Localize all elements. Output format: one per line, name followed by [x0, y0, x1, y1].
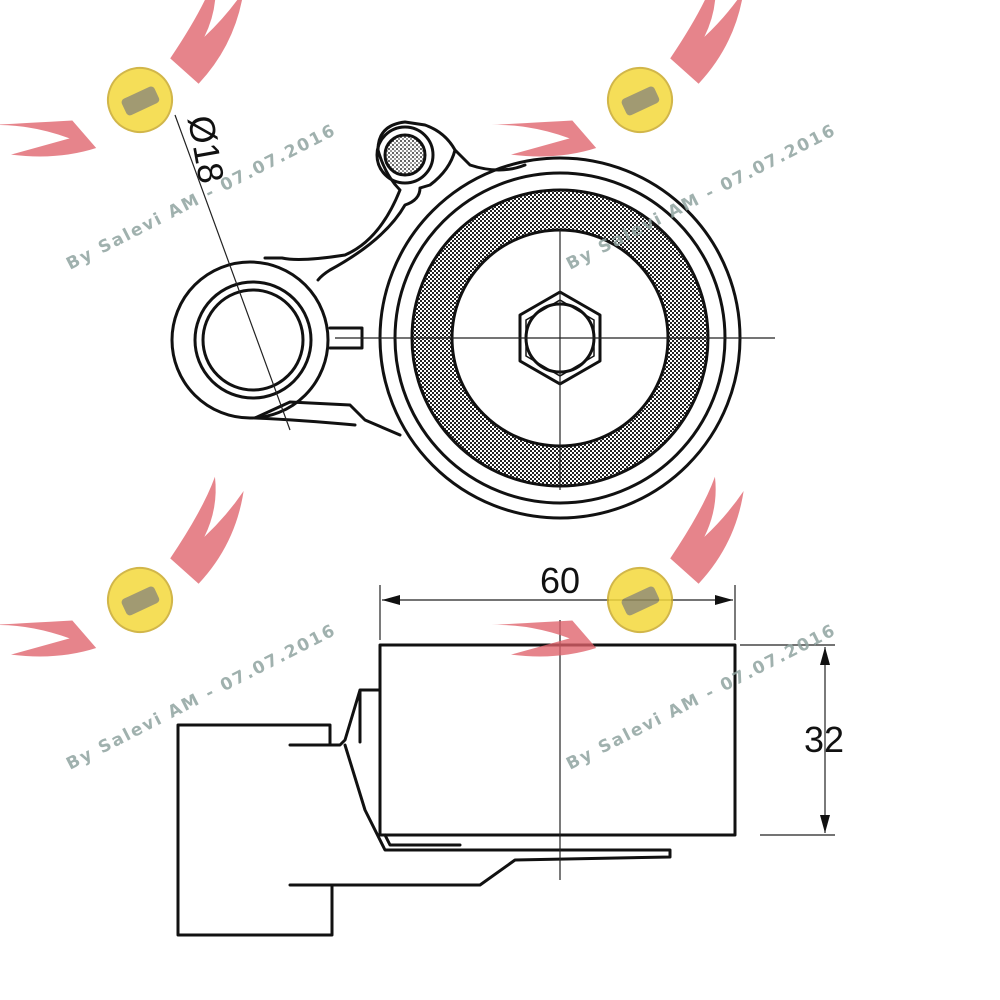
- top-view: Ø18: [170, 112, 775, 520]
- tensioner-arm: [263, 120, 527, 282]
- base-bracket: [176, 688, 672, 937]
- height-label: 32: [804, 719, 844, 760]
- watermark-logo: [0, 0, 282, 192]
- width-arrow-left: [382, 595, 400, 605]
- pulley-side-body: [378, 643, 737, 837]
- pivot-boss: [170, 260, 330, 420]
- diameter-leader: [174, 114, 291, 431]
- height-arrow-top: [820, 647, 830, 665]
- watermark-logo: [0, 467, 282, 692]
- width-arrow-right: [715, 595, 733, 605]
- pivot-bushing-inner: [201, 288, 305, 392]
- height-arrow-bottom: [820, 815, 830, 833]
- lower-bracket: [253, 400, 402, 437]
- side-view: 60 32: [176, 560, 844, 937]
- pivot-bushing-outer: [193, 280, 313, 400]
- watermark-text: By Salevi AM - 07.07.2016: [563, 620, 840, 774]
- watermark-text: By Salevi AM - 07.07.2016: [63, 620, 340, 774]
- arm-pin-boss: [375, 125, 435, 185]
- width-label: 60: [540, 560, 580, 601]
- arm-pin: [383, 133, 427, 177]
